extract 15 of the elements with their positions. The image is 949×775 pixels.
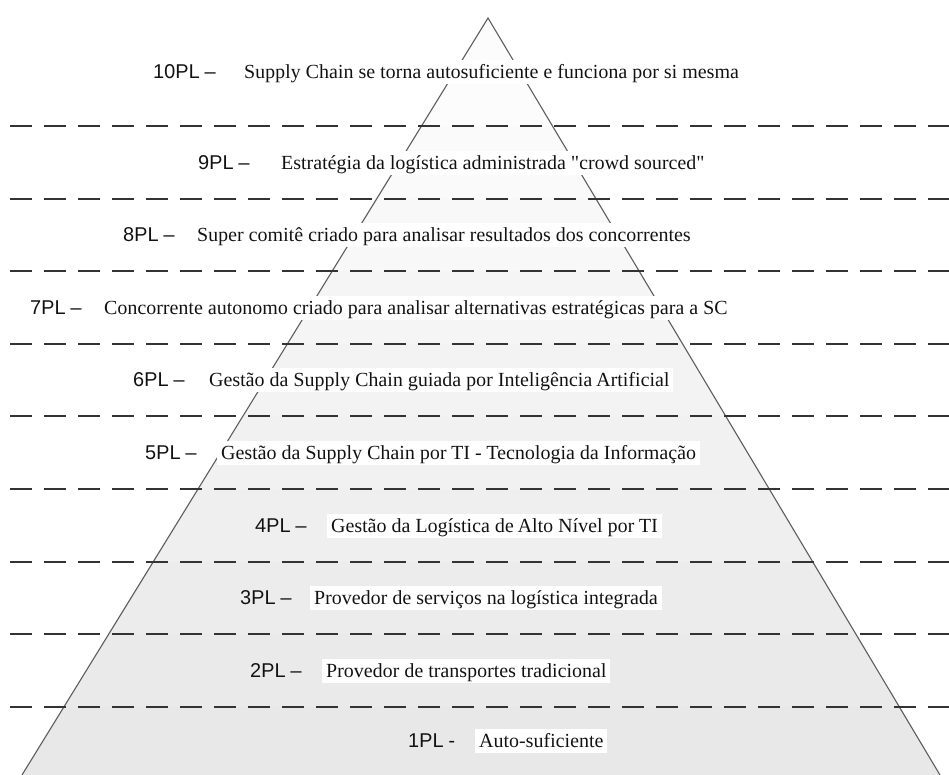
level-label: 8PL – [123, 223, 175, 247]
level-description: Provedor de transportes tradicional [322, 658, 610, 682]
level-label: 3PL – [240, 586, 292, 610]
level-label: 1PL - [408, 729, 456, 753]
level-label: 4PL – [255, 514, 307, 538]
level-description: Provedor de serviços na logística integrada [310, 586, 662, 610]
level-label: 2PL – [250, 658, 302, 682]
level-label: 10PL – [153, 60, 216, 84]
level-label: 5PL – [145, 440, 197, 464]
level-description: Gestão da Logística de Alto Nível por TI [327, 514, 662, 538]
level-label: 6PL – [133, 368, 185, 392]
level-description: Auto-suficiente [475, 729, 608, 753]
level-label: 7PL – [30, 296, 82, 320]
level-label: 9PL – [198, 150, 250, 174]
level-description: Gestão da Supply Chain por TI - Tecnologia da Informação [217, 440, 700, 464]
